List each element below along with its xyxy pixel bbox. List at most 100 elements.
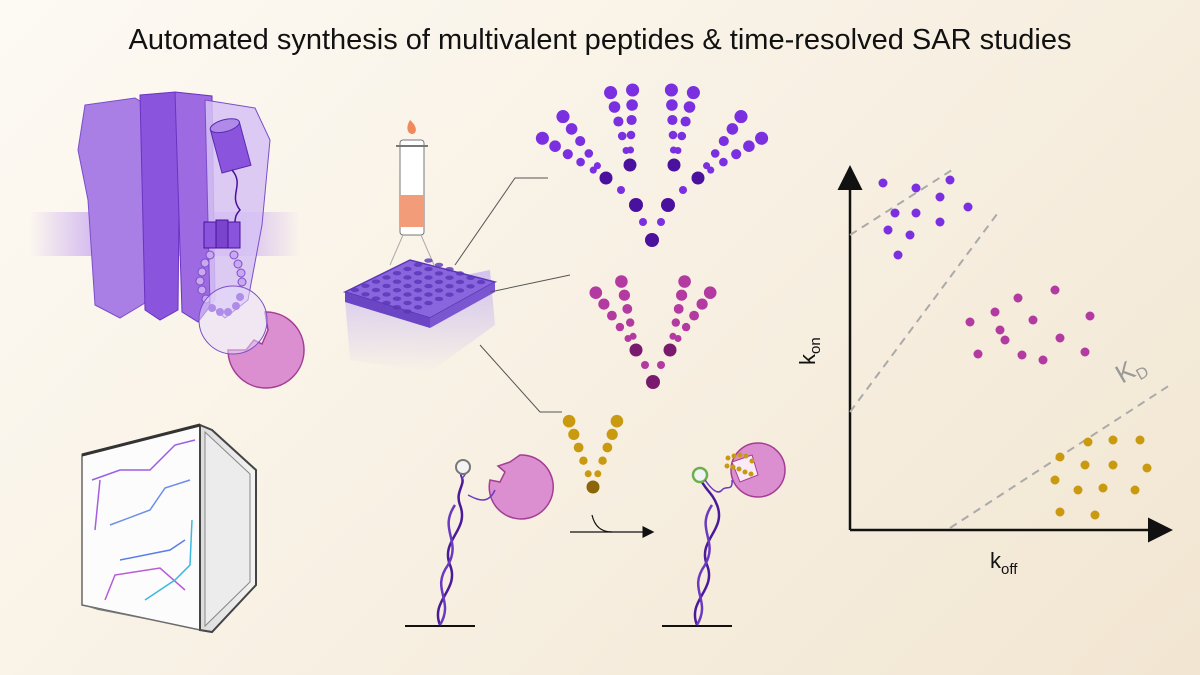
- peptide-bead: [615, 275, 628, 288]
- point-magenta: [1085, 311, 1095, 321]
- well: [403, 309, 412, 314]
- peptide-bead: [556, 110, 570, 124]
- well: [424, 266, 433, 272]
- well: [434, 271, 444, 276]
- point-purple: [963, 202, 973, 212]
- point-purple: [883, 225, 893, 235]
- peptide-bead: [731, 149, 742, 160]
- peptide-bead: [626, 318, 635, 327]
- well: [434, 288, 444, 293]
- peptide-bead: [673, 304, 684, 314]
- well: [403, 266, 412, 272]
- peptide-bead: [576, 157, 585, 167]
- well: [413, 262, 423, 267]
- peptide-synthesizer-icon: [81, 423, 257, 634]
- well: [361, 292, 370, 297]
- point-purple: [890, 208, 900, 218]
- well: [466, 284, 475, 289]
- well: [392, 279, 402, 284]
- peptide-bead: [604, 86, 618, 100]
- peptide-bead: [696, 298, 708, 310]
- well: [424, 300, 433, 306]
- point-magenta: [1017, 350, 1027, 360]
- point-purple: [911, 208, 921, 218]
- well: [434, 262, 444, 268]
- page-title: Automated synthesis of multivalent pepti…: [128, 24, 1072, 56]
- point-gold: [1108, 460, 1118, 470]
- well: [424, 283, 433, 289]
- well: [413, 305, 423, 310]
- peptide-bead: [608, 101, 621, 113]
- peptide-bead: [615, 322, 625, 332]
- peptide-bead: [686, 86, 700, 100]
- well: [403, 292, 412, 297]
- peptide-bead: [584, 470, 592, 478]
- peptide-bead: [626, 130, 636, 140]
- point-gold: [1083, 437, 1093, 447]
- well: [466, 275, 475, 280]
- well-plate-icon: [342, 258, 498, 372]
- point-gold: [1130, 485, 1140, 495]
- membrane-protein-icon: [30, 91, 305, 389]
- point-purple: [935, 192, 945, 202]
- well: [455, 288, 465, 293]
- peptide-bead: [734, 110, 748, 124]
- peptide-bead: [610, 414, 624, 428]
- well: [382, 283, 391, 289]
- point-magenta: [965, 317, 975, 327]
- well: [392, 271, 402, 276]
- peptide-bead: [593, 162, 601, 170]
- well: [413, 296, 423, 301]
- peptide-bead: [689, 310, 699, 321]
- point-gold: [1073, 485, 1083, 495]
- point-purple: [945, 175, 955, 185]
- peptide-bead: [718, 136, 729, 147]
- peptide-bead: [668, 130, 678, 140]
- kd-isolines: [849, 169, 1171, 529]
- peptide-bead: [674, 146, 682, 155]
- point-gold: [1135, 435, 1145, 445]
- peptide-bead: [678, 275, 691, 288]
- well: [434, 296, 444, 302]
- peptide-bead: [579, 456, 588, 465]
- branch-bead: [691, 171, 705, 185]
- peptide-bead: [575, 136, 586, 147]
- binding-protein-icon: [488, 454, 554, 520]
- point-magenta: [1055, 333, 1065, 343]
- branch-bead: [661, 198, 675, 212]
- branch-bead: [667, 158, 681, 172]
- peptide-bead: [598, 456, 607, 465]
- well: [361, 283, 370, 288]
- well: [392, 288, 402, 293]
- peptide-bead: [535, 131, 549, 145]
- peptide-bead: [626, 114, 637, 126]
- peptide-bead: [594, 470, 602, 478]
- point-purple: [935, 217, 945, 227]
- peptide-bead: [676, 289, 688, 301]
- peptide-bead: [589, 286, 603, 300]
- well: [382, 275, 391, 280]
- peptide-bead: [743, 140, 755, 152]
- point-purple: [905, 230, 915, 240]
- well: [392, 305, 402, 310]
- point-gold: [1055, 452, 1065, 462]
- peptide-bead: [584, 149, 594, 158]
- peptide-bead: [573, 442, 584, 453]
- peptide-bead: [565, 123, 578, 135]
- well: [445, 267, 454, 272]
- point-magenta: [1080, 347, 1090, 357]
- point-magenta: [1000, 335, 1010, 345]
- point-magenta: [1050, 285, 1060, 295]
- point-magenta: [995, 325, 1005, 335]
- well: [445, 292, 454, 297]
- peptide-bead: [677, 131, 687, 141]
- peptide-bead: [607, 310, 617, 321]
- peptide-bead: [606, 428, 618, 440]
- point-gold: [1050, 475, 1060, 485]
- peptide-bead: [726, 123, 739, 135]
- kon-koff-plot: kon koff KD: [795, 165, 1173, 578]
- kinetics-points: [878, 175, 1152, 520]
- well: [371, 287, 381, 293]
- well: [445, 275, 454, 280]
- well: [403, 275, 412, 280]
